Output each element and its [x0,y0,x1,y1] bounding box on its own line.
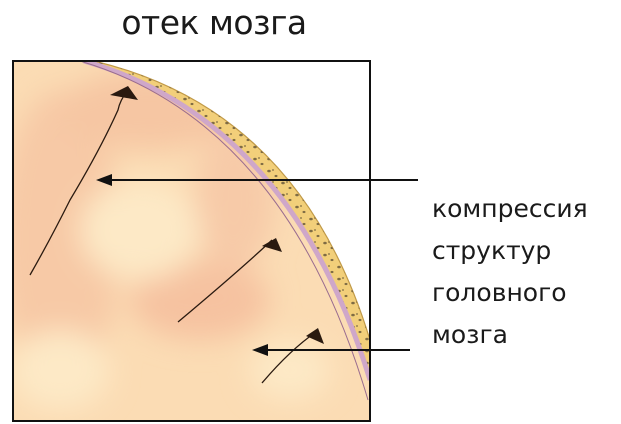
label-line: структур [432,230,588,272]
compression-label: компрессия структур головного мозга [432,188,588,356]
brain-tissue-region [0,61,370,421]
label-line: компрессия [432,188,588,230]
label-line: мозга [432,314,588,356]
label-line: головного [432,272,588,314]
